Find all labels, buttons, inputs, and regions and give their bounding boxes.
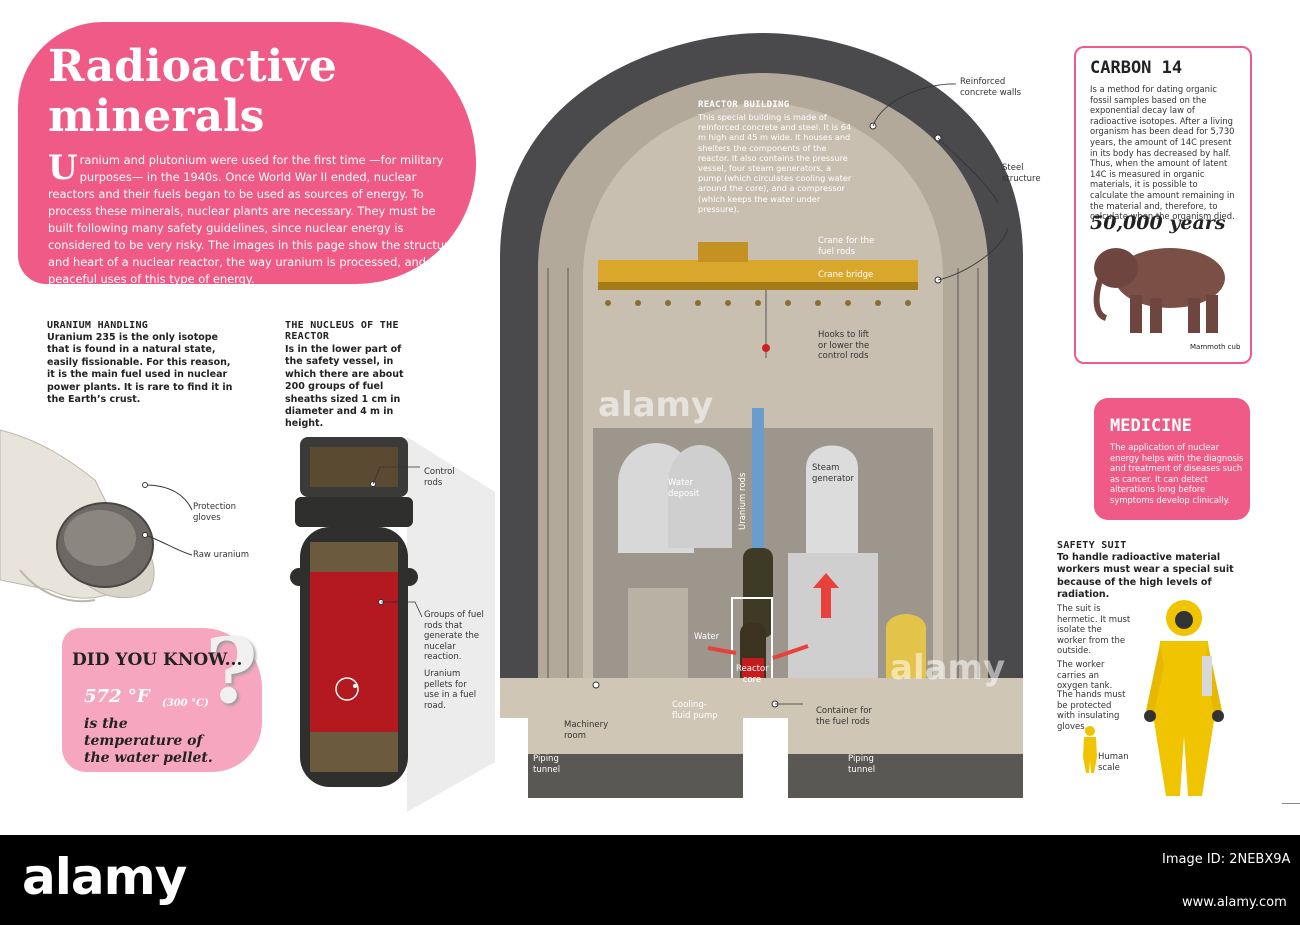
crane-bridge-label: Crane bridge bbox=[818, 270, 874, 280]
safety-suit-illustration bbox=[1144, 600, 1224, 796]
machinery-room-label: Machinery room bbox=[564, 720, 609, 741]
water-deposit-label: Water deposit bbox=[668, 478, 700, 499]
page-divider bbox=[1282, 803, 1300, 804]
intro-text: ranium and plutonium were used for the f… bbox=[48, 153, 456, 286]
fuel-container-label: Container for the fuel rods bbox=[816, 706, 872, 727]
temperature-celsius: (300 °C) bbox=[162, 698, 209, 709]
uranium-pellets-label: Uranium pellets for use in a fuel road. bbox=[424, 669, 477, 711]
crane-label: Crane for the fuel rods bbox=[818, 236, 875, 257]
did-you-know-caption: is the temperature of the water pellet. bbox=[84, 716, 213, 766]
mammoth-caption: Mammoth cub bbox=[1190, 343, 1241, 351]
medicine-body: The application of nuclear energy helps … bbox=[1110, 442, 1244, 505]
hermetic-label: The suit is hermetic. It must isolate th… bbox=[1057, 604, 1131, 656]
safety-suit-title: SAFETY SUIT bbox=[1057, 540, 1127, 551]
alamy-logo: alamy bbox=[22, 848, 187, 906]
reactor-building-illustration bbox=[500, 33, 1023, 798]
watermark-right: alamy bbox=[890, 648, 1006, 688]
medicine-title: MEDICINE bbox=[1110, 416, 1192, 436]
uranium-handling-title: URANIUM HANDLING bbox=[47, 320, 149, 331]
oxygen-tank-label: The worker carries an oxygen tank. bbox=[1057, 660, 1113, 691]
page-title: Radioactive minerals bbox=[48, 41, 337, 142]
footer-bar bbox=[0, 835, 1300, 925]
water-label: Water bbox=[694, 632, 720, 642]
reactor-vessel-illustration bbox=[290, 437, 495, 812]
title-banner bbox=[18, 22, 476, 284]
reactor-building-body: This special building is made of reinfor… bbox=[698, 112, 852, 214]
human-scale-icon bbox=[1083, 726, 1097, 773]
gloves-callout-lines bbox=[142, 482, 193, 556]
nucleus-body: Is in the lower part of the safety vesse… bbox=[285, 344, 404, 430]
piping-tunnel-left-label: Piping tunnel bbox=[533, 754, 561, 775]
reactor-core-label: Reactor core bbox=[736, 664, 769, 685]
hooks-label: Hooks to lift or lower the control rods bbox=[818, 330, 870, 361]
temperature-fahrenheit: 572 °F bbox=[84, 686, 150, 707]
gloves-label: The hands must be protected with insulat… bbox=[1057, 690, 1126, 732]
watermark-center: alamy bbox=[598, 385, 714, 425]
mammoth-illustration bbox=[1093, 248, 1225, 333]
control-rods-label: Control rods bbox=[424, 467, 455, 488]
carbon14-title: CARBON 14 bbox=[1090, 58, 1183, 78]
reactor-building-title: REACTOR BUILDING bbox=[698, 100, 790, 110]
fuel-rod-groups-label: Groups of fuel rods that generate the nu… bbox=[424, 610, 484, 662]
footer-url: www.alamy.com bbox=[1182, 895, 1287, 910]
nucleus-title: THE NUCLEUS OF THE REACTOR bbox=[285, 320, 399, 342]
safety-suit-body: To handle radioactive material workers m… bbox=[1057, 552, 1234, 601]
gloves-uranium-illustration bbox=[0, 429, 155, 603]
carbon14-body: Is a method for dating organic fossil sa… bbox=[1090, 84, 1235, 222]
did-you-know-heading: DID YOU KNOW... bbox=[72, 650, 243, 670]
cooling-pump-label: Cooling-fluid pump bbox=[672, 700, 718, 721]
carbon14-years: 50,000 years bbox=[1090, 212, 1226, 234]
did-you-know-box bbox=[62, 628, 262, 772]
uranium-handling-body: Uranium 235 is the only isotope that is … bbox=[47, 332, 233, 406]
drop-cap: U bbox=[48, 148, 78, 188]
protection-gloves-label: Protection gloves bbox=[193, 502, 237, 523]
steel-structure-label: Steel structure bbox=[1002, 163, 1041, 184]
raw-uranium-label: Raw uranium bbox=[193, 550, 250, 560]
piping-tunnel-right-label: Piping tunnel bbox=[848, 754, 876, 775]
carbon14-box bbox=[1074, 46, 1252, 364]
steam-generator-label: Steam generator bbox=[812, 463, 854, 484]
image-id: Image ID: 2NEBX9A bbox=[1162, 852, 1291, 867]
question-mark-icon: ? bbox=[205, 618, 258, 724]
human-scale-label: Human scale bbox=[1098, 752, 1129, 773]
concrete-walls-label: Reinforced concrete walls bbox=[960, 77, 1022, 98]
medicine-box bbox=[1094, 398, 1250, 520]
uranium-rods-label: Uranium rods bbox=[738, 472, 748, 530]
